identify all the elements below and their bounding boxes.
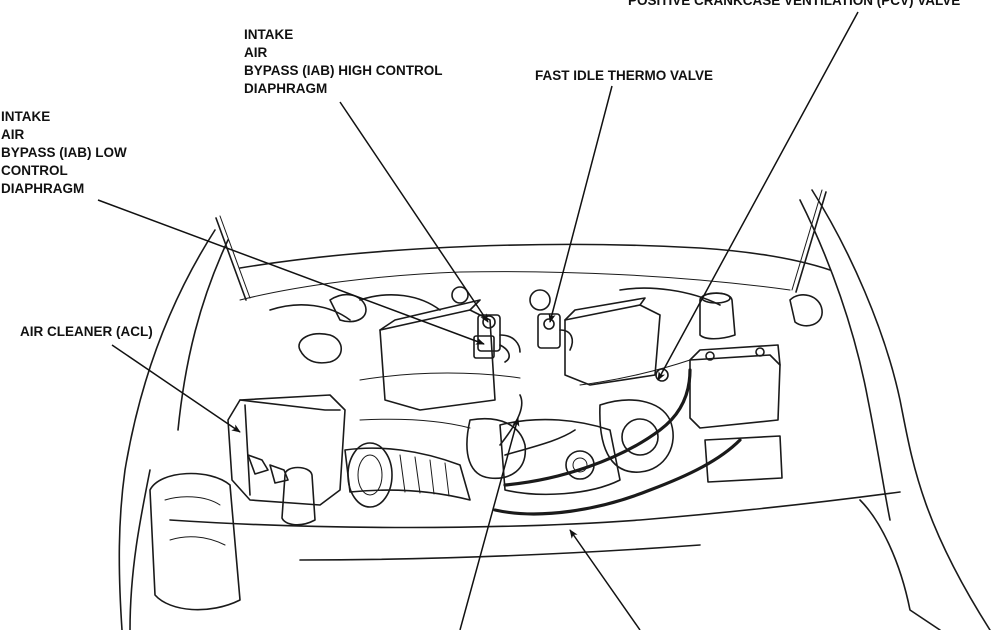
valve-cover-front <box>499 418 621 496</box>
oil-filler-cap-inner <box>572 457 588 473</box>
hood-prop-left <box>215 217 247 301</box>
battery <box>689 354 781 429</box>
headlight-right <box>859 499 941 630</box>
leader-iab-high <box>339 101 489 323</box>
label-line: DIAPHRAGM <box>244 81 328 96</box>
firewall <box>239 271 791 301</box>
intake-plenum-left-top <box>379 299 481 331</box>
leader-bottom-right <box>569 529 641 630</box>
air-cleaner-clips <box>247 454 289 484</box>
right-fender-outline <box>811 189 991 630</box>
vacuum-line <box>499 394 576 456</box>
iab-high-diaphragm <box>477 314 501 352</box>
label-line: DIAPHRAGM <box>1 181 85 196</box>
label-line: AIR <box>244 45 268 60</box>
label-fast-idle-text: FAST IDLE THERMO VALVE <box>535 68 714 83</box>
label-line: CONTROL <box>1 163 68 178</box>
battery-terminal-1 <box>705 351 715 361</box>
leader-lines <box>97 11 859 630</box>
hood-prop-right-2 <box>791 189 823 291</box>
coolant-hose <box>493 438 742 516</box>
label-air-cleaner: AIR CLEANER (ACL) <box>20 323 153 341</box>
cowl-hoses <box>269 287 721 321</box>
label-line: INTAKE <box>244 27 294 42</box>
leader-acl <box>111 344 241 433</box>
pcv-hose <box>503 368 692 487</box>
rear-component-left <box>298 332 343 364</box>
hood-prop-right <box>795 191 827 293</box>
leader-pcv <box>657 11 859 381</box>
label-line: BYPASS (IAB) LOW <box>1 145 127 160</box>
headlight-left <box>129 469 151 630</box>
washer-tank-detail <box>164 496 226 546</box>
label-iab-high-control-diaphragm: INTAKE AIR BYPASS (IAB) HIGH CONTROL DIA… <box>244 26 443 98</box>
air-duct <box>347 442 393 508</box>
pulley-assembly <box>599 399 674 473</box>
engine-bay-illustration <box>118 189 991 630</box>
fuse-box <box>704 435 783 483</box>
hood-prop-left-2 <box>219 215 251 299</box>
leader-bottom-left <box>459 417 520 630</box>
front-bumper-line <box>169 491 901 529</box>
rear-component-center <box>329 293 367 323</box>
iab-low-diaphragm <box>473 335 495 359</box>
label-line: BYPASS (IAB) HIGH CONTROL <box>244 63 443 78</box>
air-duct-inner <box>357 454 383 496</box>
left-inner-fender <box>177 239 229 431</box>
leader-iab-low <box>97 199 485 345</box>
fast-idle-thermo-valve-fitting <box>543 318 555 330</box>
label-pcv-valve-text: POSITIVE CRANKCASE VENTILATION (PCV) VAL… <box>628 0 961 8</box>
brake-reservoir-cap <box>701 292 731 304</box>
battery-top <box>689 344 781 366</box>
ignition-coil <box>451 286 469 304</box>
label-pcv-valve: POSITIVE CRANKCASE VENTILATION (PCV) VAL… <box>628 0 960 10</box>
label-fast-idle-thermo-valve: FAST IDLE THERMO VALVE <box>535 67 713 85</box>
hood-edge <box>239 243 831 271</box>
washer-tank <box>149 472 241 611</box>
label-air-cleaner-text: AIR CLEANER (ACL) <box>20 324 153 339</box>
coolant-reservoir <box>281 466 316 526</box>
intake-tube-ribs <box>399 454 450 497</box>
rear-component-right <box>789 294 823 327</box>
wiring-harness <box>359 359 691 429</box>
throttle-body <box>466 418 527 480</box>
iab-vacuum-hose <box>499 334 521 363</box>
air-cleaner-box <box>227 394 346 506</box>
label-line: INTAKE <box>1 109 51 124</box>
distributor <box>529 289 551 311</box>
air-cleaner-lid <box>239 399 341 496</box>
leader-fast-idle <box>548 85 613 323</box>
grille-line <box>299 544 701 561</box>
intake-plenum-right-top <box>564 297 646 321</box>
fast-idle-hose <box>559 329 574 351</box>
battery-terminal-2 <box>755 347 765 357</box>
alternator <box>621 418 659 456</box>
right-inner-fender <box>799 199 891 521</box>
left-fender-outline <box>118 229 216 630</box>
label-line: AIR <box>1 127 25 142</box>
label-iab-low-control-diaphragm: INTAKE AIR BYPASS (IAB) LOW CONTROL DIAP… <box>1 108 127 198</box>
